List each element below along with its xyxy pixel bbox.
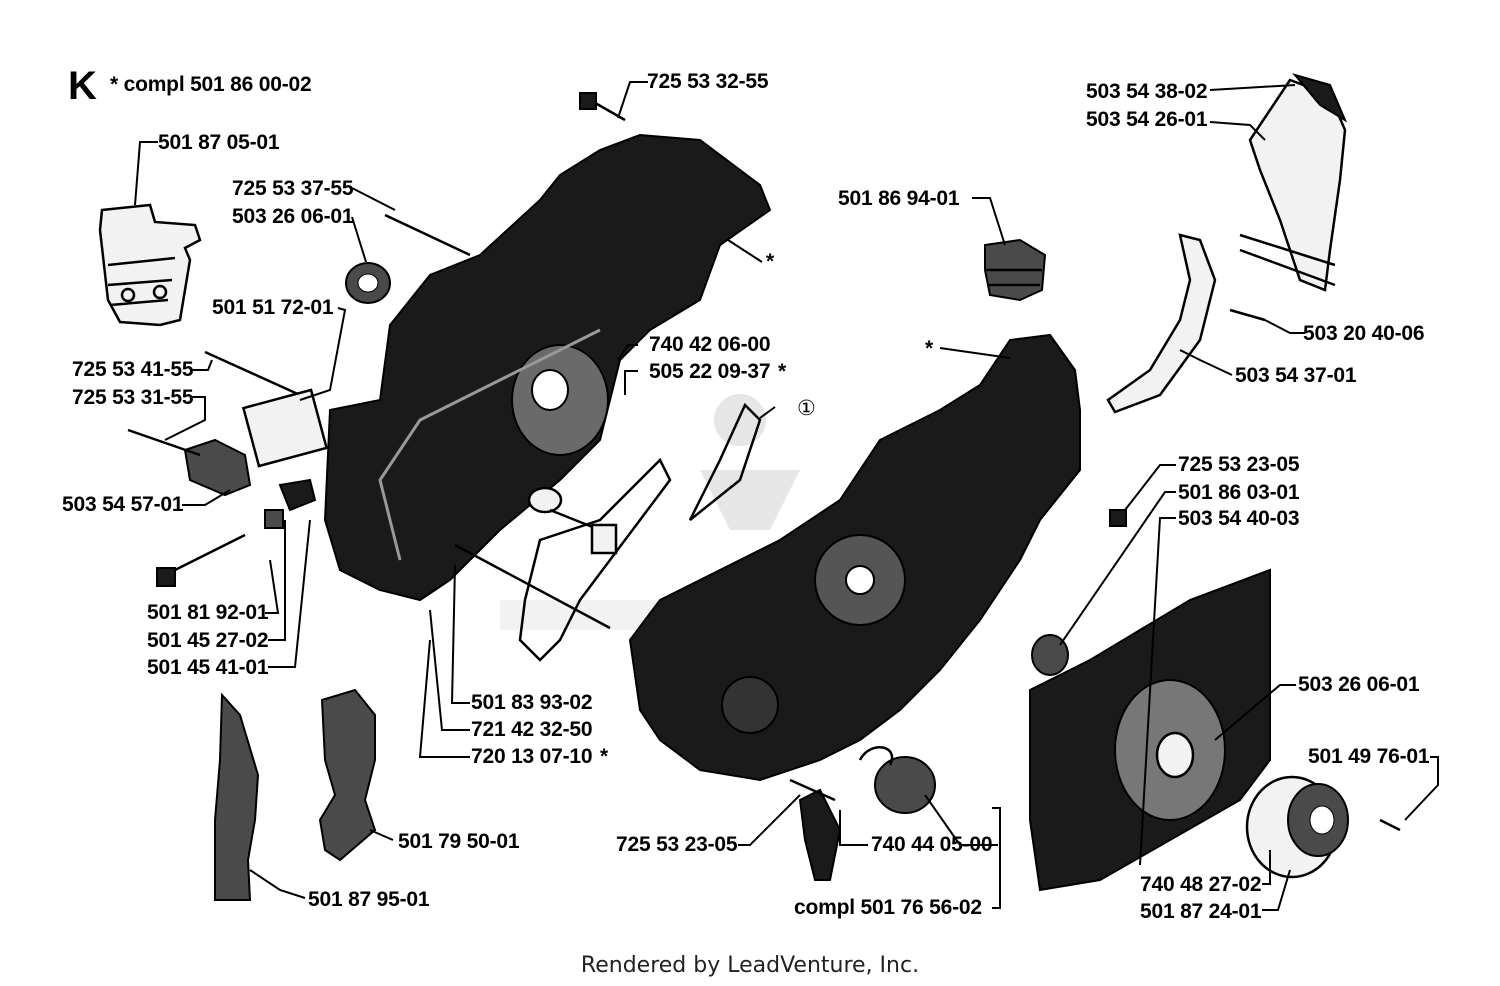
chain-tensioner-parts: [127, 350, 329, 587]
label-501-45-27-02: 501 45 27-02: [147, 629, 269, 652]
label-720-13-07-10: 720 13 07-10: [471, 745, 593, 768]
left-crankcase: [323, 133, 772, 602]
label-505-22-09-37: 505 22 09-37: [649, 360, 771, 383]
label-501-86-94-01: 501 86 94-01: [838, 187, 960, 210]
label-501-86-03-01: 501 86 03-01: [1178, 481, 1300, 504]
circled-one-marker: ①: [797, 397, 816, 420]
leader-lines: [134, 81, 1439, 911]
label-740-48-27-02: 740 48 27-02: [1140, 873, 1262, 896]
label-503-54-26-01: 503 54 26-01: [1086, 108, 1208, 131]
filler-cap-part: [789, 746, 936, 881]
label-725-53-32-55: 725 53 32-55: [647, 70, 769, 93]
label-501-83-93-02: 501 83 93-02: [471, 691, 593, 714]
star-marker-right-case: *: [925, 337, 933, 360]
label-725-53-23-05-upper: 725 53 23-05: [1178, 453, 1300, 476]
bar-plate-part: [98, 203, 202, 327]
star-marker-left-case: *: [766, 250, 774, 273]
label-501-79-50-01: 501 79 50-01: [398, 830, 520, 853]
label-503-26-06-01-left: 503 26 06-01: [232, 205, 354, 228]
label-725-53-23-05-lower: 725 53 23-05: [616, 833, 738, 856]
label-503-54-38-02: 503 54 38-02: [1086, 80, 1208, 103]
label-501-51-72-01: 501 51 72-01: [212, 296, 334, 319]
top-guard-part: [1239, 73, 1348, 292]
star-marker-gasket: *: [778, 360, 786, 383]
label-725-53-37-55: 725 53 37-55: [232, 177, 354, 200]
label-740-42-06-00: 740 42 06-00: [649, 333, 771, 356]
oil-cap-part: [984, 238, 1047, 302]
label-501-87-95-01: 501 87 95-01: [308, 888, 430, 911]
label-503-54-57-01: 503 54 57-01: [62, 493, 184, 516]
footer-credit: Rendered by LeadVenture, Inc.: [580, 953, 920, 978]
chain-catcher-part: [318, 688, 377, 862]
legend-compl: * compl 501 86 00-02: [110, 73, 312, 96]
label-503-26-06-01-right: 503 26 06-01: [1298, 673, 1420, 696]
star-marker-bolt: *: [600, 745, 608, 768]
right-crankcase: [628, 333, 1081, 782]
label-503-20-40-06: 503 20 40-06: [1303, 322, 1425, 345]
seal-ring-left: [345, 213, 471, 304]
label-501-81-92-01: 501 81 92-01: [147, 601, 269, 624]
label-503-54-40-03: 503 54 40-03: [1178, 507, 1300, 530]
label-501-45-41-01: 501 45 41-01: [147, 656, 269, 679]
label-501-87-24-01: 501 87 24-01: [1140, 900, 1262, 923]
label-721-42-32-50: 721 42 32-50: [471, 718, 593, 741]
gasket-part: [454, 402, 762, 662]
screw-top-left: [579, 92, 626, 122]
label-501-87-05-01: 501 87 05-01: [158, 131, 280, 154]
section-letter: K: [68, 64, 97, 108]
washer-right: [1031, 509, 1127, 676]
curved-guard-part: [1106, 233, 1266, 414]
chain-guide-part: [214, 692, 260, 901]
label-503-54-37-01: 503 54 37-01: [1235, 364, 1357, 387]
label-740-44-05-00: 740 44 05-00: [871, 833, 993, 856]
label-725-53-31-55: 725 53 31-55: [72, 386, 194, 409]
label-501-49-76-01: 501 49 76-01: [1308, 745, 1430, 768]
label-compl-501-76-56-02: compl 501 76 56-02: [794, 896, 982, 919]
label-725-53-41-55: 725 53 41-55: [72, 358, 194, 381]
clutch-cover-part: [1029, 568, 1271, 892]
